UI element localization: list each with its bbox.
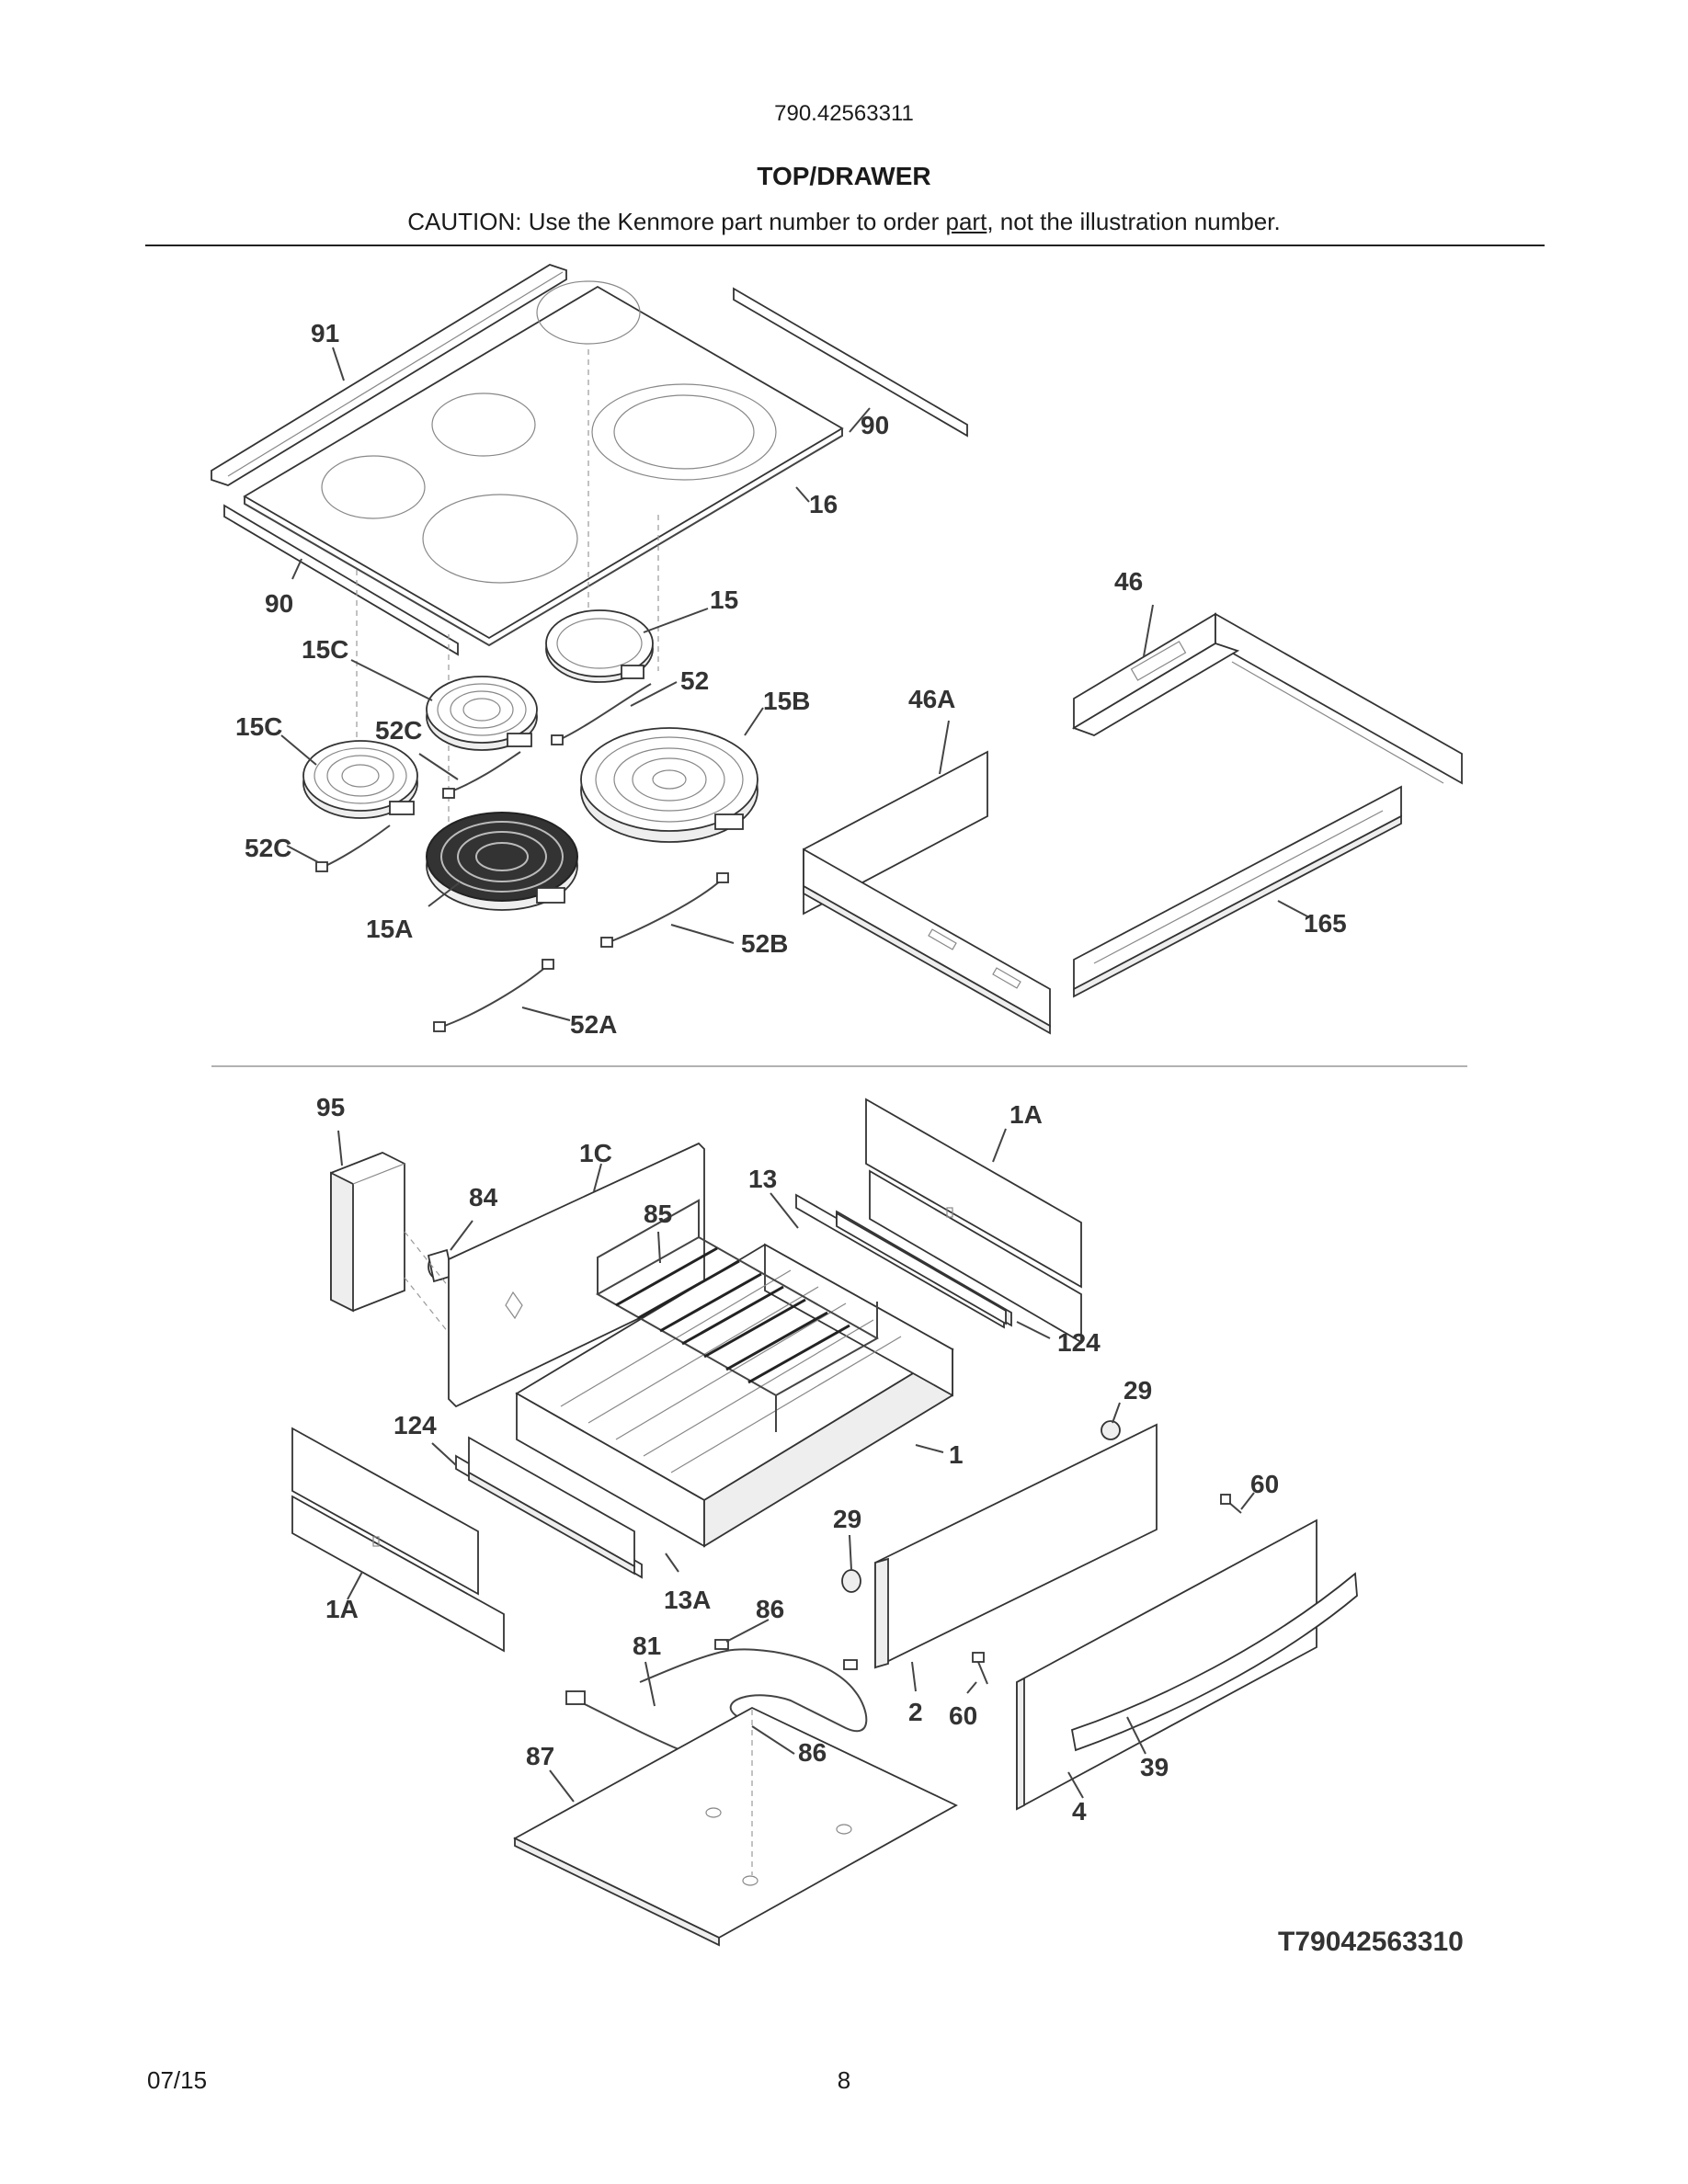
callout-60: 60 — [1250, 1470, 1279, 1498]
footer-date: 07/15 — [147, 2066, 208, 2094]
callout-15: 15 — [710, 586, 738, 614]
callout-52b: 52B — [741, 929, 788, 958]
wire-jumper-part-52c-lower — [315, 825, 391, 872]
page-title: TOP/DRAWER — [757, 162, 931, 190]
caution-note: CAUTION: Use the Kenmore part number to … — [0, 208, 1688, 236]
callout-86-lower: 86 — [798, 1738, 827, 1767]
callout-60-lower: 60 — [949, 1701, 977, 1730]
rack-part-85 — [595, 1199, 880, 1432]
bracket-part-95 — [330, 1152, 405, 1313]
callout-84: 84 — [469, 1183, 498, 1211]
caution-part-word: part — [945, 208, 987, 235]
callout-29-lower: 29 — [833, 1505, 861, 1533]
caution-text: CAUTION: Use the Kenmore part number to … — [407, 208, 946, 235]
callout-86: 86 — [756, 1595, 784, 1623]
side-panel-part-1a-right — [865, 1098, 1082, 1344]
drawer-slide-part-124-right — [836, 1211, 1007, 1325]
drawer-handle-part-39 — [1070, 1572, 1358, 1752]
side-trim-part-90-left — [223, 504, 459, 656]
callout-124: 124 — [1057, 1328, 1101, 1357]
model-number: 790.42563311 — [774, 101, 914, 126]
callout-39: 39 — [1140, 1753, 1169, 1781]
wire-jumper-part-52c-upper — [442, 751, 521, 799]
callout-91: 91 — [311, 319, 339, 347]
callout-90-left: 90 — [265, 589, 293, 618]
screw-part-60-lower — [972, 1652, 988, 1685]
clip-part-86-upper — [714, 1639, 858, 1670]
drawer-slide-part-13a — [468, 1436, 635, 1575]
callout-90: 90 — [861, 411, 889, 439]
callout-95: 95 — [316, 1093, 345, 1121]
radiant-element-part-15a — [426, 812, 578, 911]
callout-13a: 13A — [664, 1586, 711, 1614]
bottom-panel-part-87 — [513, 1706, 958, 1947]
rear-trim-part-91 — [211, 264, 567, 486]
radiant-element-part-15c-upper — [426, 676, 538, 751]
side-panel-part-1a-left — [291, 1427, 505, 1653]
leader-lines — [280, 347, 1310, 1803]
radiant-element-part-15b — [580, 727, 758, 843]
callout-16: 16 — [809, 490, 838, 518]
callout-4: 4 — [1072, 1797, 1087, 1826]
callout-1c: 1C — [579, 1139, 612, 1167]
callout-46: 46 — [1114, 567, 1143, 596]
caution-text-end: , not the illustration number. — [987, 208, 1281, 235]
callout-52c: 52C — [375, 716, 422, 745]
callout-52c-lower: 52C — [245, 834, 291, 862]
wire-jumper-part-52a — [433, 959, 554, 1032]
callout-29: 29 — [1123, 1376, 1152, 1405]
callout-1: 1 — [949, 1440, 964, 1469]
callout-52: 52 — [680, 666, 709, 695]
screw-part-60-right — [1220, 1494, 1242, 1514]
radiant-element-part-15 — [545, 609, 654, 683]
bumper-part-29-upper — [1101, 1420, 1121, 1440]
callout-1a: 1A — [1009, 1100, 1043, 1129]
callout-52a: 52A — [570, 1010, 617, 1039]
callout-81: 81 — [633, 1632, 661, 1660]
page-number: 8 — [837, 2066, 851, 2094]
callout-165: 165 — [1304, 909, 1347, 938]
wire-jumper-part-52b — [600, 872, 729, 948]
glass-cooktop-part-16 — [243, 280, 844, 647]
callout-2: 2 — [908, 1698, 923, 1726]
rear-frame-part-46 — [1071, 612, 1463, 785]
callout-87: 87 — [526, 1742, 554, 1770]
callout-13: 13 — [748, 1165, 777, 1193]
callout-15b: 15B — [763, 687, 810, 715]
knob-part-84 — [427, 1248, 454, 1283]
wire-jumper-part-52 — [551, 683, 652, 745]
callout-15a: 15A — [366, 915, 413, 943]
front-frame-part-165 — [1073, 785, 1402, 998]
side-frame-part-46a — [803, 750, 1051, 1035]
drawer-front-inner-part-2 — [874, 1423, 1158, 1669]
callout-15c: 15C — [302, 635, 348, 664]
radiant-element-part-15c-lower — [302, 740, 418, 819]
header-rule — [145, 245, 1545, 246]
bumper-part-29-lower — [841, 1569, 861, 1593]
callout-124-left: 124 — [393, 1411, 437, 1439]
callout-1a-left: 1A — [325, 1595, 359, 1623]
callout-15c-left: 15C — [235, 712, 282, 741]
callout-85: 85 — [644, 1200, 672, 1228]
diagram-code: T79042563310 — [1278, 1927, 1464, 1957]
callout-46a: 46A — [908, 685, 955, 713]
side-trim-part-90-right — [733, 287, 968, 438]
